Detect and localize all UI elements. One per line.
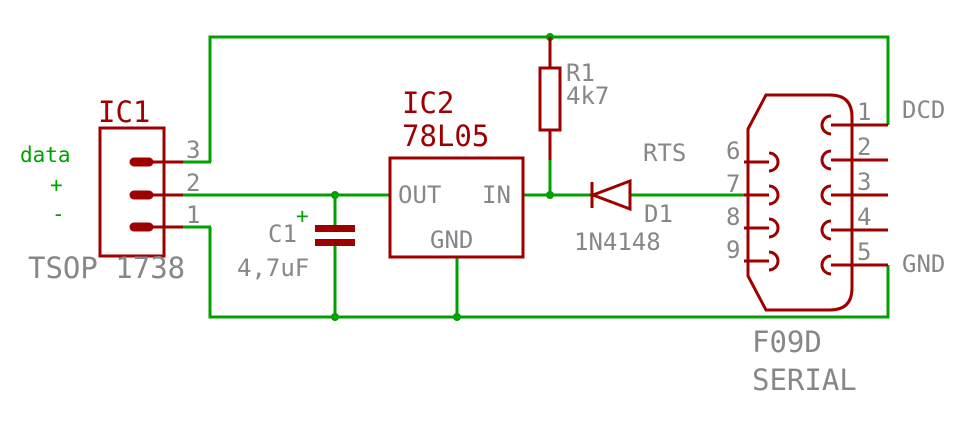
d1-ref-label: D1: [644, 200, 673, 228]
signal-minus-label: -: [52, 202, 65, 226]
db9-pin5-bump: [820, 254, 832, 276]
gnd-net-label: GND: [902, 250, 945, 278]
c1-polarity-mark: +: [296, 204, 309, 228]
ic1-pin2-number: 2: [186, 169, 200, 197]
ic1-pin3-number: 3: [186, 136, 200, 164]
db9-name-label: F09D: [752, 325, 822, 359]
d1-symbol: [588, 178, 632, 212]
db9-pin8-number: 8: [726, 203, 740, 231]
db9-pin6-bump: [768, 151, 780, 173]
ic1-body: [98, 126, 166, 258]
db9-pin3-bump: [820, 184, 832, 206]
db9-pin7-number: 7: [726, 170, 740, 198]
db9-pin1-number: 1: [857, 98, 871, 126]
db9-pin7-bump: [768, 184, 780, 206]
ic2-ref-label: IC2: [402, 86, 454, 120]
signal-plus-label: +: [50, 173, 63, 197]
db9-type-label: SERIAL: [752, 363, 857, 397]
ic1-pin1-number: 1: [186, 201, 200, 229]
net-junctions: [331, 33, 554, 321]
db9-pin9-bump: [768, 250, 780, 272]
r1-ref-label: R1: [566, 59, 595, 87]
ic2-body: [388, 156, 525, 259]
rts-net-label: RTS: [643, 139, 686, 167]
junction-dot: [546, 191, 554, 199]
db9-symbol: [744, 93, 888, 312]
db9-outline: [746, 93, 854, 312]
db9-pin2-number: 2: [857, 133, 871, 161]
signal-data-label: data: [20, 143, 71, 167]
db9-pin3-number: 3: [857, 168, 871, 196]
wire-bottom-rail: [208, 227, 890, 319]
db9-pin9-number: 9: [726, 236, 740, 264]
db9-pin8-bump: [768, 217, 780, 239]
c1-ref-label: C1: [268, 220, 297, 248]
db9-pin6-number: 6: [726, 137, 740, 165]
junction-dot: [453, 313, 461, 321]
r1-symbol: [538, 37, 562, 160]
r1-body: [538, 66, 562, 132]
r1-value-label: 4k7: [566, 82, 609, 110]
ic1-part-label: TSOP 1738: [28, 251, 185, 285]
ic2-symbol: [388, 156, 525, 259]
db9-pin5-number: 5: [857, 238, 871, 266]
ic2-pin-in-label: IN: [482, 181, 511, 209]
c1-value-label: 4,7uF: [237, 254, 309, 282]
junction-dot: [331, 191, 339, 199]
d1-triangle: [588, 178, 632, 212]
d1-value-label: 1N4148: [574, 228, 661, 256]
ic2-pin-gnd-label: GND: [430, 226, 473, 254]
c1-plate-bottom: [315, 239, 355, 246]
db9-pin4-number: 4: [857, 203, 871, 231]
ic1-ref-label: IC1: [98, 95, 150, 129]
db9-pin2-bump: [820, 149, 832, 171]
ic2-value-label: 78L05: [402, 119, 489, 153]
c1-plate-top: [315, 225, 355, 232]
db9-pin4-bump: [820, 219, 832, 241]
junction-dot: [331, 313, 339, 321]
c1-symbol: [315, 225, 355, 246]
ic1-symbol: [98, 126, 183, 258]
db9-pin1-bump: [820, 114, 832, 136]
dcd-net-label: DCD: [902, 96, 945, 124]
ic2-pin-out-label: OUT: [398, 181, 441, 209]
